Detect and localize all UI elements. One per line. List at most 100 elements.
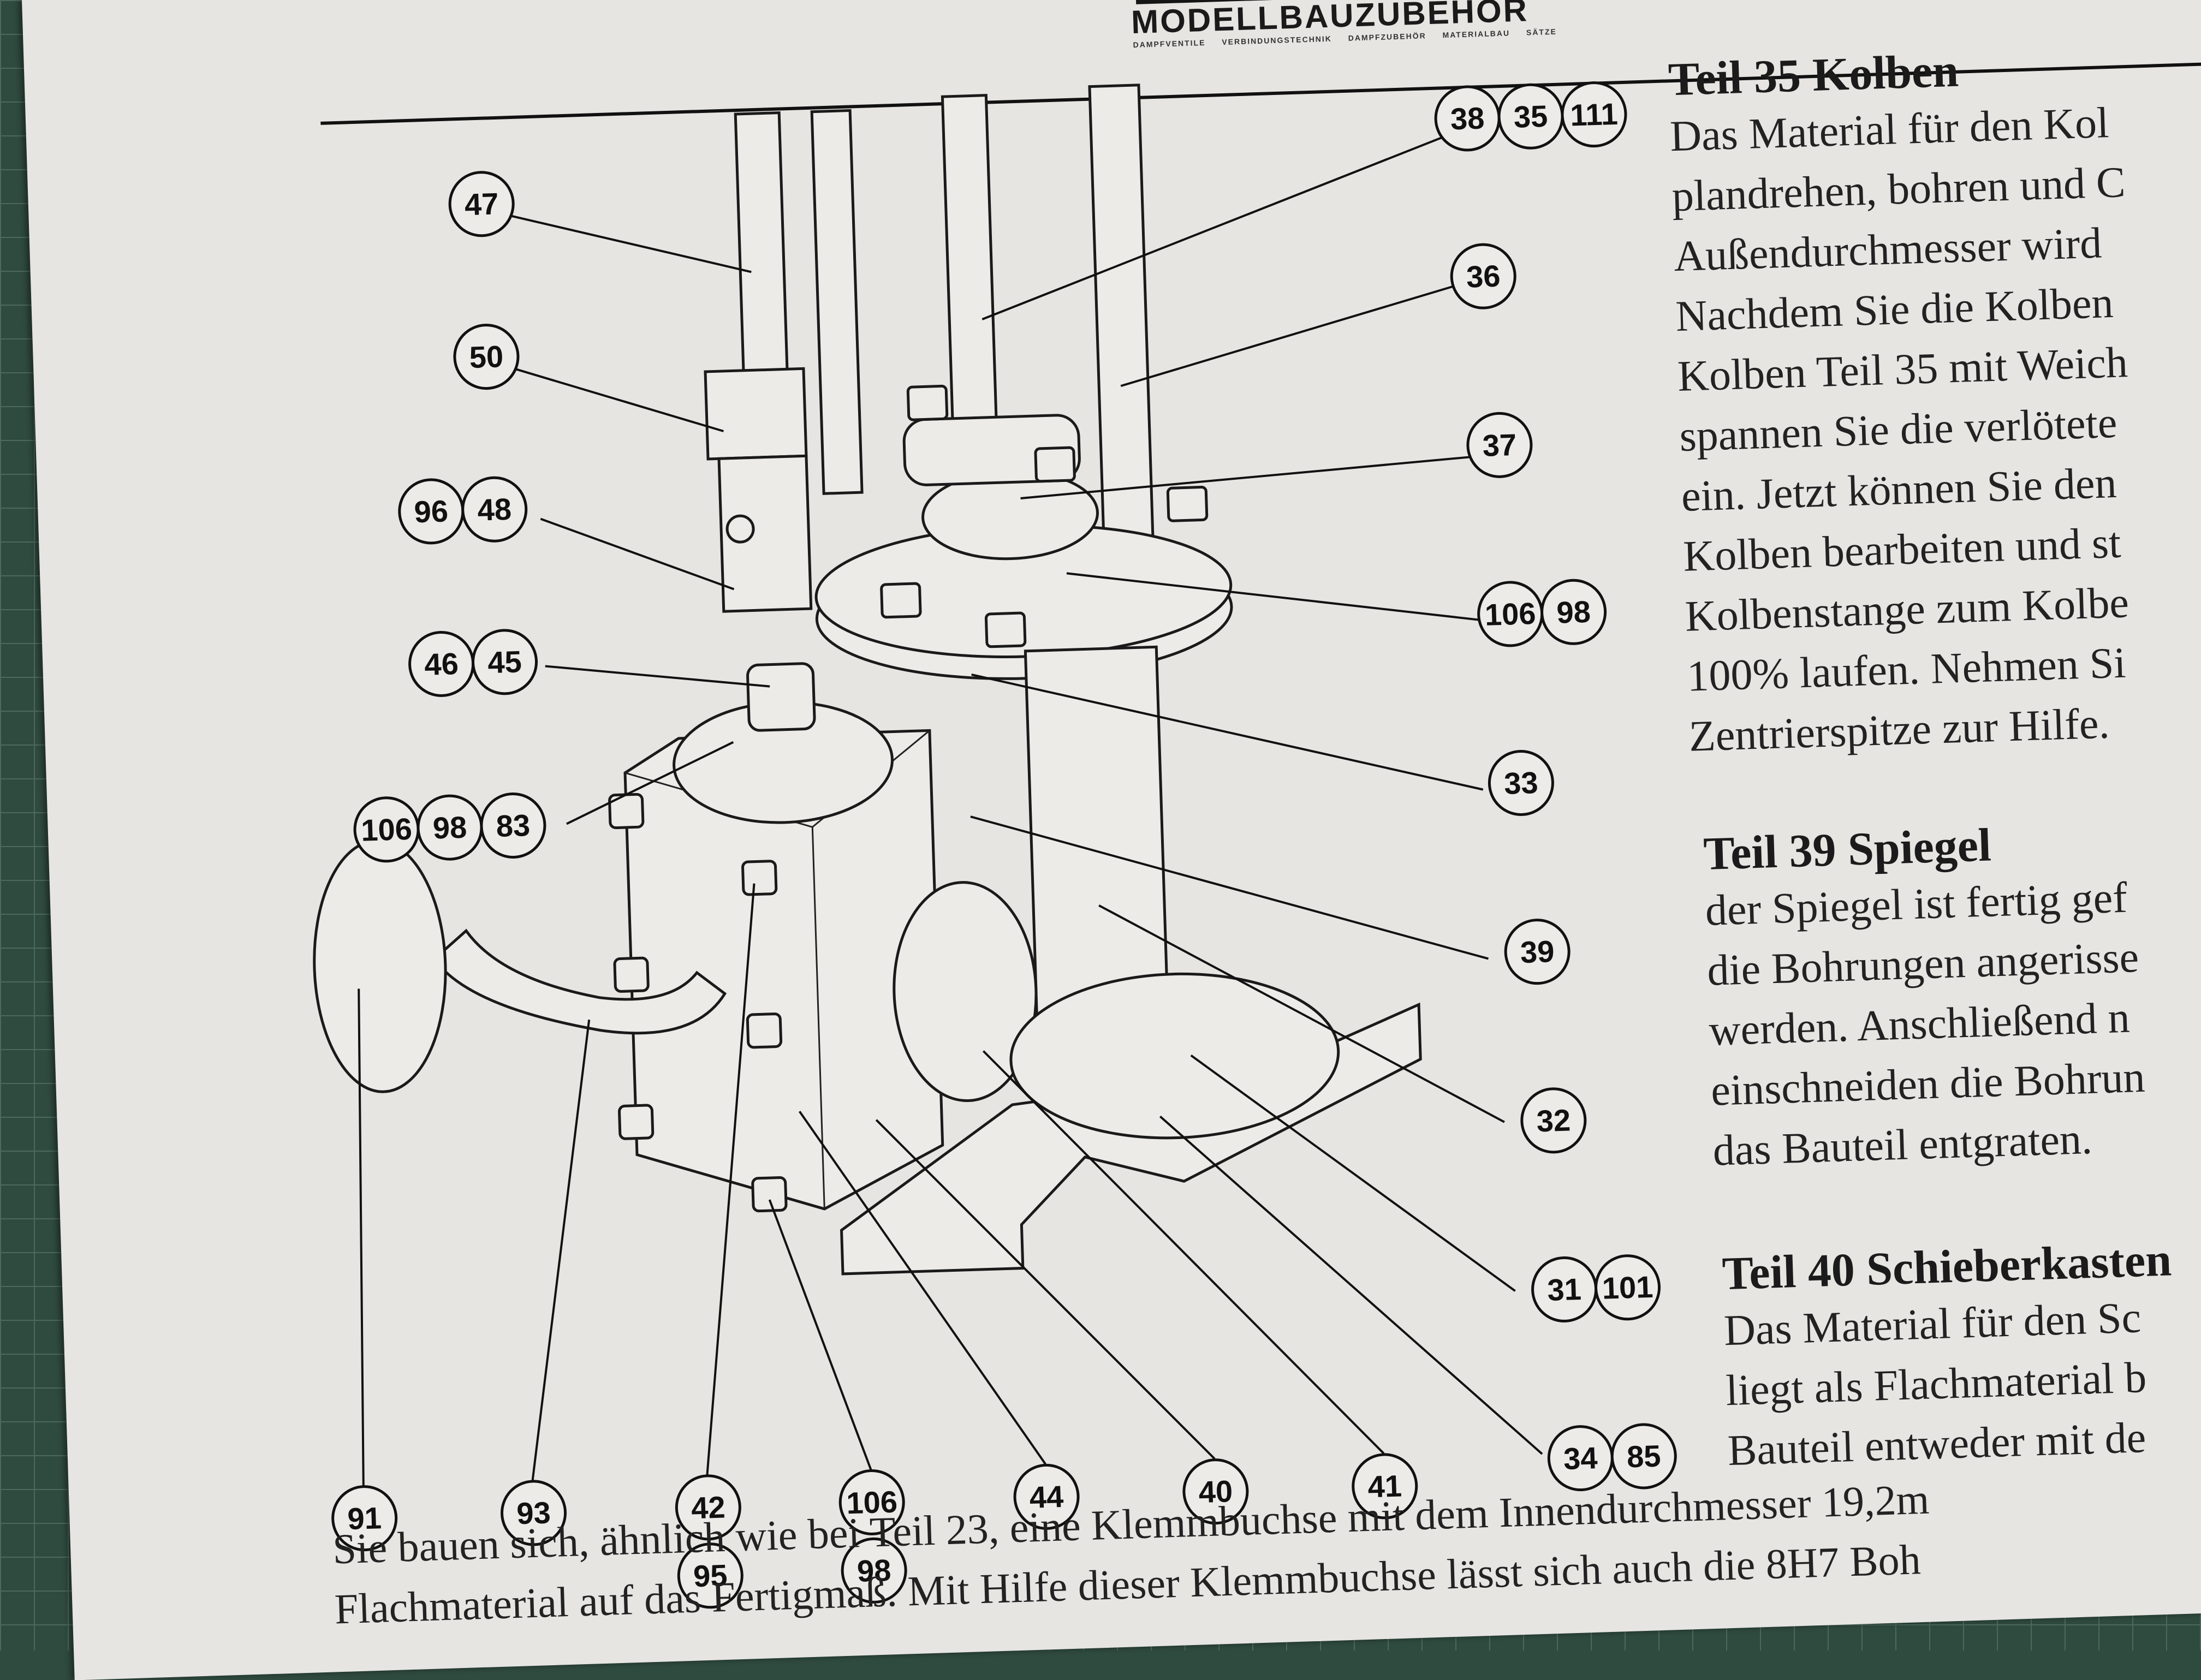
svg-text:32: 32 bbox=[1536, 1103, 1571, 1138]
rod-47 bbox=[734, 111, 790, 400]
callout-37: 37 bbox=[1466, 412, 1533, 478]
callout-46: 46 bbox=[408, 630, 475, 697]
callout-44: 44 bbox=[1013, 1463, 1080, 1530]
callout-98: 98 bbox=[841, 1537, 907, 1604]
svg-text:98: 98 bbox=[432, 810, 467, 845]
callout-95: 95 bbox=[677, 1542, 743, 1609]
callout-48: 48 bbox=[461, 476, 528, 543]
callout-35: 35 bbox=[1497, 83, 1564, 150]
technical-drawing: 47 50 96 48 46 45 106 98 83 38 35 111 36… bbox=[313, 81, 1677, 1609]
callout-36: 36 bbox=[1450, 243, 1516, 309]
callout-32: 32 bbox=[1520, 1087, 1587, 1154]
valve-chest-40 bbox=[623, 729, 944, 1211]
section-line: Außendurchmesser wird bbox=[1673, 219, 2103, 281]
svg-text:50: 50 bbox=[469, 339, 504, 374]
svg-text:48: 48 bbox=[477, 492, 512, 527]
rod-left-column bbox=[810, 109, 864, 495]
section-line: Kolben bearbeiten und st bbox=[1682, 519, 2122, 581]
port-flange-41 bbox=[893, 881, 1038, 1103]
callout-101: 101 bbox=[1595, 1254, 1661, 1321]
callout-33: 33 bbox=[1488, 749, 1554, 816]
section-line: Das Material für den Kol bbox=[1669, 99, 2110, 161]
section-line: die Bohrungen angerisse bbox=[1706, 933, 2140, 995]
connecting-link-48 bbox=[717, 454, 813, 613]
callout-93: 93 bbox=[501, 1480, 567, 1546]
section-line: Kolben Teil 35 mit Weich bbox=[1676, 338, 2129, 401]
section-line: Das Material für den Sc bbox=[1723, 1294, 2142, 1355]
svg-text:47: 47 bbox=[464, 186, 499, 222]
callout-41: 41 bbox=[1352, 1453, 1418, 1520]
section-line: Kolbenstange zum Kolbe bbox=[1684, 579, 2130, 641]
svg-text:34: 34 bbox=[1563, 1440, 1598, 1476]
callout-34: 34 bbox=[1547, 1425, 1614, 1492]
section-title-teil-40: Teil 40 Schieberkasten bbox=[1721, 1233, 2173, 1300]
svg-text:33: 33 bbox=[1503, 765, 1538, 801]
callout-96: 96 bbox=[398, 478, 465, 545]
callout-45: 45 bbox=[472, 629, 538, 695]
section-line: einschneiden die Bohrun bbox=[1710, 1053, 2146, 1115]
leader-lines bbox=[358, 128, 1543, 1486]
svg-text:35: 35 bbox=[1513, 99, 1548, 134]
svg-text:93: 93 bbox=[516, 1495, 551, 1530]
svg-text:98: 98 bbox=[1556, 594, 1591, 630]
svg-text:38: 38 bbox=[1450, 100, 1485, 136]
callout-91: 91 bbox=[331, 1485, 398, 1552]
section-line: Zentrierspitze zur Hilfe. bbox=[1688, 699, 2110, 761]
section-line: der Spiegel ist fertig gef bbox=[1704, 873, 2128, 935]
crosshead-block-50 bbox=[704, 367, 808, 461]
svg-text:106: 106 bbox=[1484, 596, 1536, 632]
callout-98: 98 bbox=[1540, 579, 1607, 645]
callout-106: 106 bbox=[353, 796, 420, 863]
svg-text:45: 45 bbox=[487, 644, 522, 680]
svg-text:91: 91 bbox=[347, 1500, 382, 1536]
svg-text:106: 106 bbox=[360, 812, 412, 848]
svg-text:98: 98 bbox=[856, 1553, 891, 1588]
callout-31: 31 bbox=[1531, 1256, 1598, 1322]
cover-nuts bbox=[880, 384, 1209, 648]
section-line: ein. Jetzt können Sie den bbox=[1680, 458, 2117, 521]
svg-text:95: 95 bbox=[693, 1558, 728, 1593]
callout-50: 50 bbox=[453, 324, 520, 390]
section-line: werden. Anschließend n bbox=[1708, 993, 2131, 1055]
section-line: das Bauteil entgraten. bbox=[1712, 1115, 2093, 1175]
section-title-teil-35: Teil 35 Kolben bbox=[1667, 44, 1960, 106]
document-page: MODELLBAUZUBEHÖR DAMPFVENTILE VERBINDUNG… bbox=[22, 0, 2201, 1680]
section-line: 100% laufen. Nehmen Si bbox=[1686, 639, 2127, 701]
callout-39: 39 bbox=[1504, 919, 1571, 985]
steam-pipe-93 bbox=[432, 928, 727, 1035]
svg-text:96: 96 bbox=[414, 493, 449, 529]
callout-106: 106 bbox=[1477, 581, 1544, 647]
side-nuts bbox=[608, 793, 788, 1213]
svg-text:42: 42 bbox=[691, 1490, 725, 1525]
svg-text:36: 36 bbox=[1466, 259, 1501, 294]
section-title-teil-39: Teil 39 Spiegel bbox=[1703, 818, 1992, 880]
svg-text:46: 46 bbox=[424, 646, 459, 682]
callout-98: 98 bbox=[417, 794, 483, 861]
section-line: liegt als Flachmaterial b bbox=[1725, 1354, 2148, 1415]
svg-text:40: 40 bbox=[1198, 1474, 1233, 1509]
callout-106: 106 bbox=[838, 1469, 905, 1535]
callout-42: 42 bbox=[675, 1474, 741, 1541]
pipe-flange-91 bbox=[313, 839, 447, 1093]
callout-40: 40 bbox=[1182, 1458, 1249, 1525]
svg-text:111: 111 bbox=[1569, 97, 1618, 133]
callout-83: 83 bbox=[480, 792, 546, 859]
section-line: Bauteil entweder mit de bbox=[1727, 1414, 2147, 1475]
callout-85: 85 bbox=[1610, 1423, 1677, 1490]
svg-text:31: 31 bbox=[1546, 1272, 1581, 1307]
pin-bolt bbox=[725, 514, 755, 544]
svg-text:41: 41 bbox=[1367, 1468, 1402, 1504]
section-line: spannen Sie die verlötete bbox=[1679, 398, 2118, 461]
cylinder-base-flange-31 bbox=[1009, 972, 1340, 1140]
valve-gland-45 bbox=[746, 662, 816, 732]
section-line: plandrehen, bohren und C bbox=[1671, 158, 2126, 221]
section-line: Nachdem Sie die Kolben bbox=[1675, 278, 2114, 341]
svg-text:44: 44 bbox=[1029, 1479, 1064, 1515]
svg-text:85: 85 bbox=[1626, 1439, 1661, 1474]
svg-text:83: 83 bbox=[496, 808, 531, 843]
svg-text:39: 39 bbox=[1520, 934, 1555, 969]
callout-38: 38 bbox=[1434, 85, 1501, 152]
callout-111: 111 bbox=[1561, 81, 1627, 148]
svg-text:37: 37 bbox=[1482, 427, 1517, 463]
callout-47: 47 bbox=[448, 171, 515, 237]
